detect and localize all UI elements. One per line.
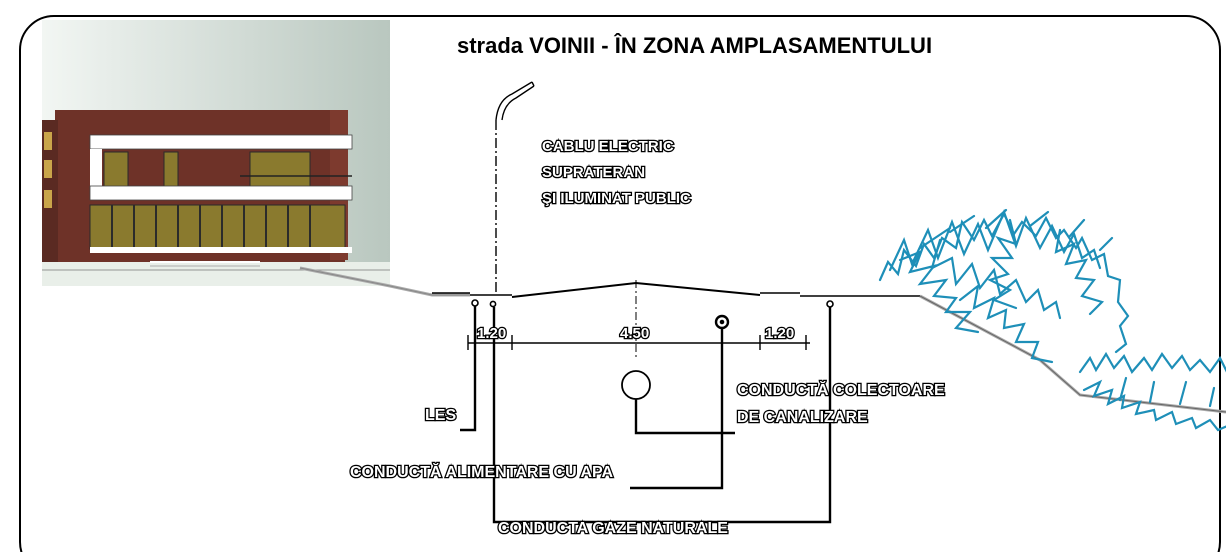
dim-roadway: 4.50 (620, 325, 649, 342)
diagram-title: strada VOINII - ÎN ZONA AMPLASAMENTULUI (457, 33, 932, 58)
street-profile (299, 266, 1226, 414)
sewer-pipe-marker (621, 370, 651, 400)
dimension-line (467, 335, 810, 350)
label-les: LES (425, 407, 456, 424)
label-cable-line-1: CABLU ELECTRIC (542, 138, 674, 155)
street-lamp-post (495, 81, 535, 292)
drawing-frame (19, 15, 1221, 552)
label-sewer-line-1: CONDUCTĂ COLECTOARE (737, 380, 945, 399)
label-cable-line-2: SUPRATERAN (542, 164, 645, 181)
label-gas-pipe: CONDUCTA GAZE NATURALE (498, 520, 728, 537)
building-facade-illustration (42, 20, 390, 286)
label-sewer-line-2: DE CANALIZARE (737, 409, 868, 426)
gas-pipe-marker (826, 300, 834, 308)
dim-left-sidewalk: 1.20 (477, 325, 506, 342)
les-cable-marker (471, 299, 479, 307)
label-water-pipe: CONDUCTĂ ALIMENTARE CU APA (350, 462, 614, 481)
dim-right-sidewalk: 1.20 (765, 325, 794, 342)
utility-markers (471, 299, 834, 400)
label-cable-line-3: ŞI ILUMINAT PUBLIC (542, 190, 691, 207)
leader-lines (460, 306, 832, 524)
water-pipe-marker (489, 300, 497, 308)
water-pipe-marker-inner (719, 319, 725, 325)
vegetation-illustration (878, 208, 1226, 432)
